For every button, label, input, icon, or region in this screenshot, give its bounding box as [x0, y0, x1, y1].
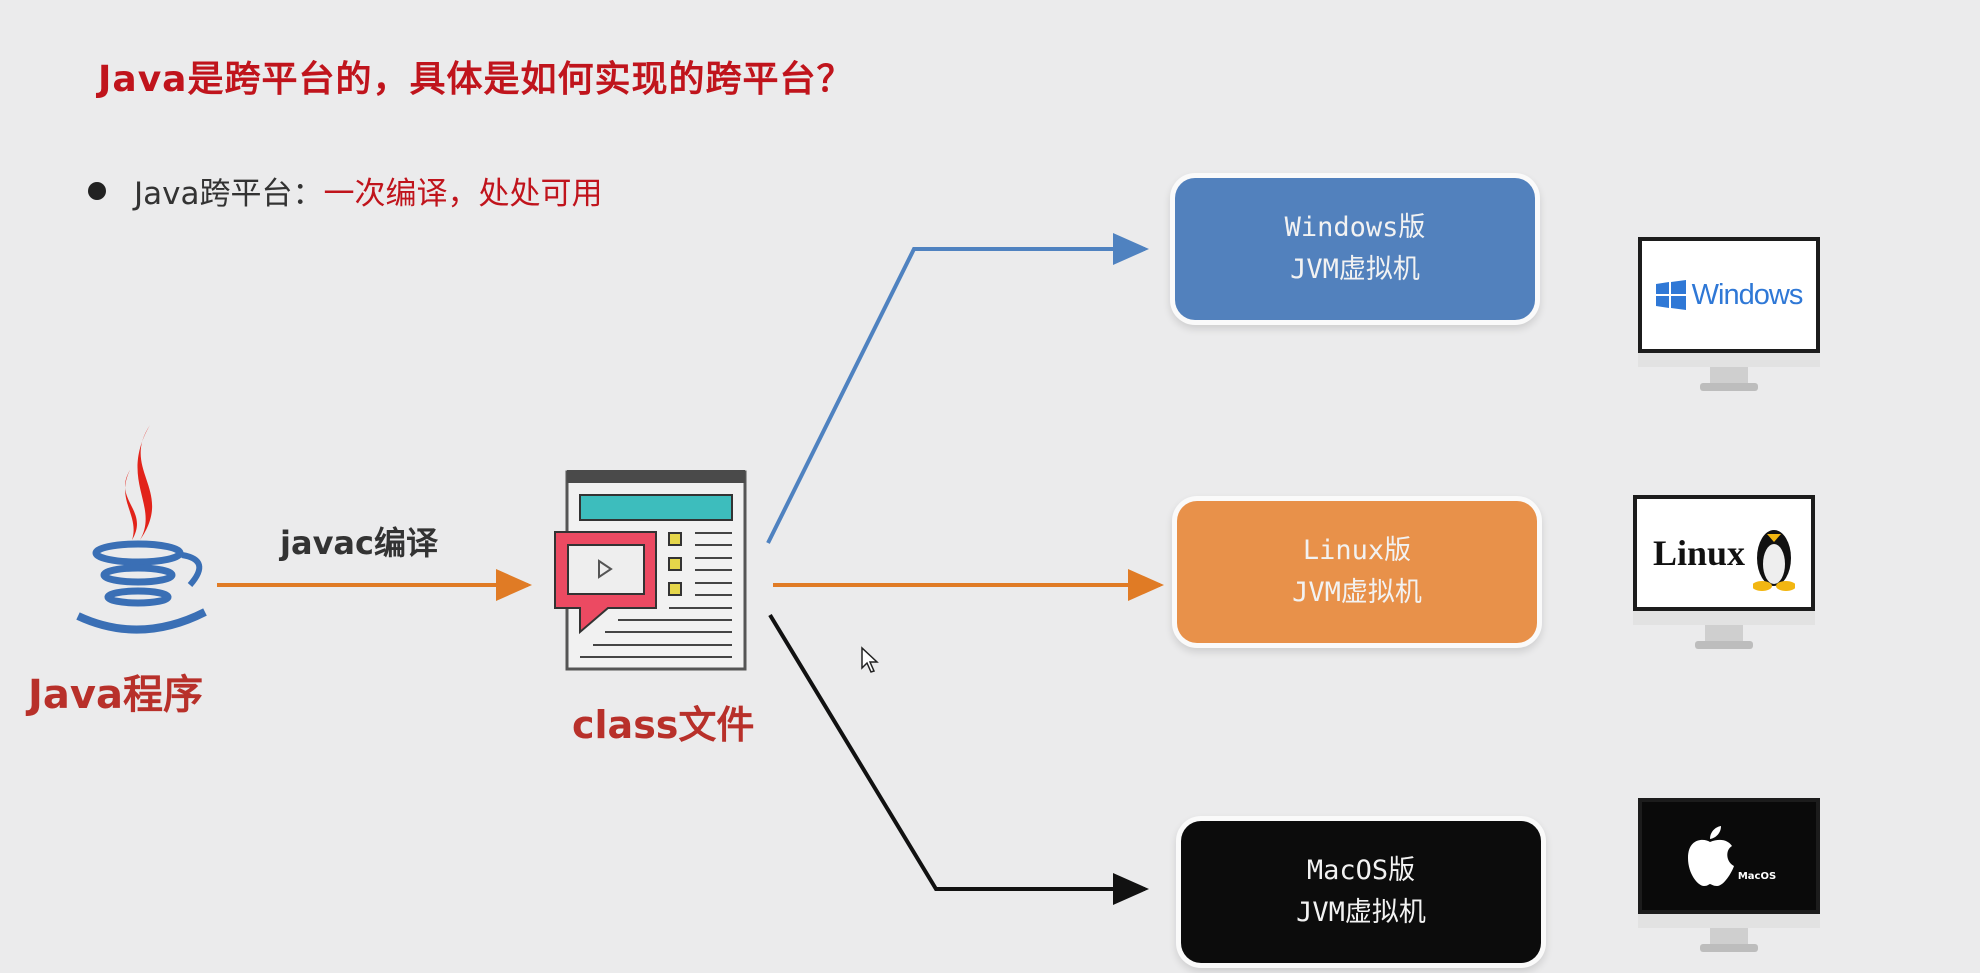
mouse-cursor-icon — [861, 646, 879, 673]
linux-monitor-icon: Linux — [1633, 495, 1815, 653]
bullet-dot-icon — [88, 181, 106, 200]
jvm-os-label: MacOS版 — [1306, 855, 1416, 886]
slide-title: Java是跨平台的，具体是如何实现的跨平台？ — [98, 59, 854, 100]
class-file-label: class文件 — [572, 703, 755, 747]
macos-logo-text: MacOS — [1737, 871, 1777, 882]
windows-monitor-icon: Windows — [1638, 237, 1820, 395]
macos-arrow — [768, 613, 1149, 905]
java-program-label: Java程序 — [28, 672, 203, 718]
tux-penguin-icon — [1753, 530, 1796, 591]
javac-compile-label: javac编译 — [280, 524, 438, 562]
macos-jvm-box: MacOS版 JVM虚拟机 — [1181, 821, 1541, 963]
jvm-os-label: Windows版 — [1284, 212, 1426, 243]
macos-monitor-icon: MacOS — [1638, 798, 1820, 956]
jvm-name-label: JVM虚拟机 — [1290, 254, 1420, 285]
apple-logo-icon — [1687, 826, 1734, 886]
linux-logo-text: Linux — [1652, 533, 1746, 573]
class-file-icon — [554, 470, 747, 671]
bullet-point: Java跨平台： 一次编译，处处可用 — [88, 168, 602, 213]
bullet-highlight: 一次编译，处处可用 — [323, 176, 603, 212]
windows-jvm-box: Windows版 JVM虚拟机 — [1175, 178, 1535, 320]
jvm-name-label: JVM虚拟机 — [1296, 897, 1426, 928]
java-logo-icon — [76, 425, 207, 634]
bullet-prefix: Java跨平台： — [134, 176, 324, 212]
linux-jvm-box: Linux版 JVM虚拟机 — [1177, 501, 1537, 643]
windows-arrow — [766, 233, 1149, 544]
windows-logo-icon — [1655, 280, 1686, 310]
windows-logo-text: Windows — [1691, 278, 1804, 311]
jvm-os-label: Linux版 — [1302, 535, 1412, 566]
jvm-name-label: JVM虚拟机 — [1292, 577, 1422, 608]
